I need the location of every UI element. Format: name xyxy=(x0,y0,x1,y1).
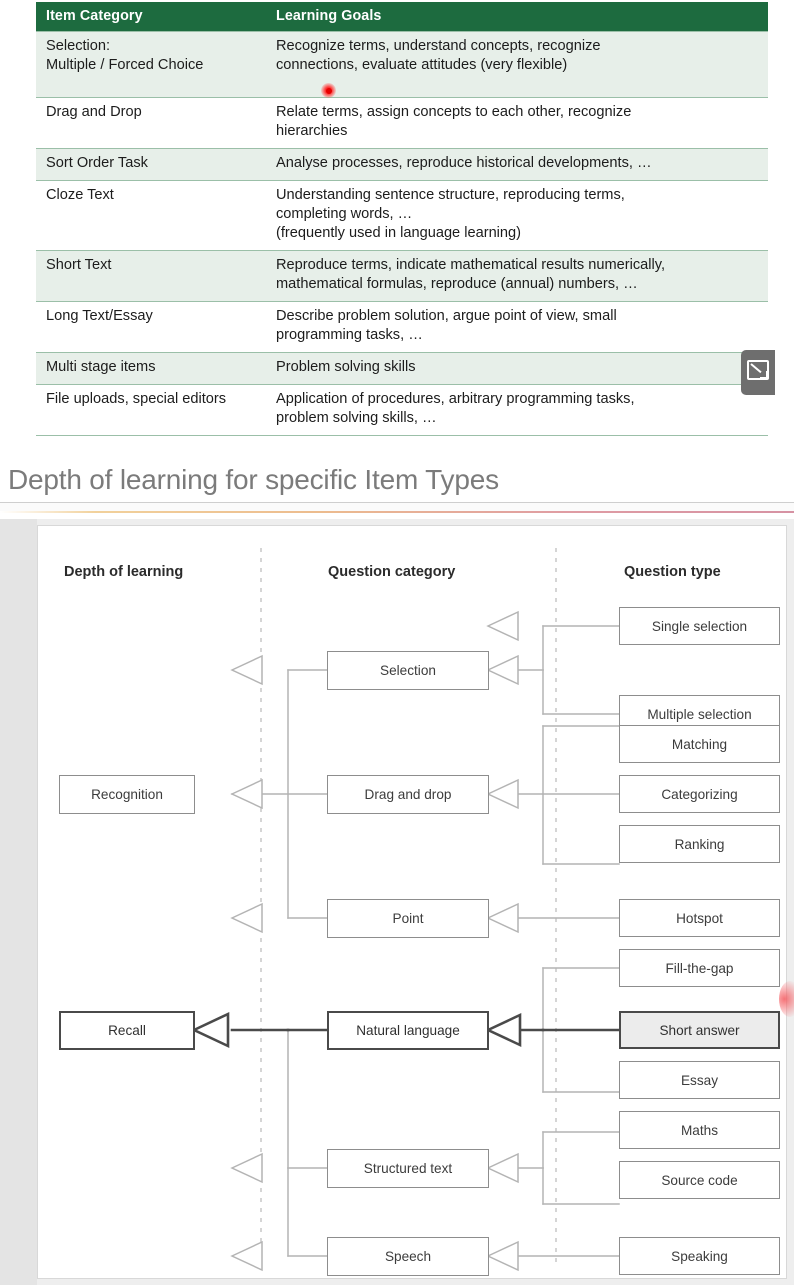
node-short-answer[interactable]: Short answer xyxy=(619,1011,780,1049)
table-row: Multi stage items Problem solving skills xyxy=(36,351,768,385)
column-heading-question-type: Question type xyxy=(624,564,721,580)
diagram-left-gutter xyxy=(0,519,37,1285)
cell-item-category: Long Text/Essay xyxy=(36,300,266,353)
node-structured-text[interactable]: Structured text xyxy=(327,1149,489,1188)
node-single-selection[interactable]: Single selection xyxy=(619,607,780,645)
cell-item-category: Multi stage items xyxy=(36,351,266,385)
column-heading-depth-of-learning: Depth of learning xyxy=(64,564,184,580)
node-ranking[interactable]: Ranking xyxy=(619,825,780,863)
cell-learning-goals: Understanding sentence structure, reprod… xyxy=(266,179,768,251)
table-row: Drag and Drop Relate terms, assign conce… xyxy=(36,96,768,149)
column-header-item-category: Item Category xyxy=(36,2,266,32)
table-header-row: Item Category Learning Goals xyxy=(36,2,768,32)
table-row: Selection: Multiple / Forced Choice Reco… xyxy=(36,31,768,98)
depth-of-learning-diagram: Depth of learning Question category Ques… xyxy=(0,519,794,1285)
node-speaking[interactable]: Speaking xyxy=(619,1237,780,1275)
item-category-table-region: Item Category Learning Goals Selection: … xyxy=(0,0,794,465)
item-category-table: Item Category Learning Goals Selection: … xyxy=(36,2,768,436)
cell-learning-goals: Relate terms, assign concepts to each ot… xyxy=(266,96,768,149)
node-source-code[interactable]: Source code xyxy=(619,1161,780,1199)
table-row: Cloze Text Understanding sentence struct… xyxy=(36,179,768,251)
cell-learning-goals: Recognize terms, understand concepts, re… xyxy=(266,31,768,98)
table-row: File uploads, special editors Applicatio… xyxy=(36,383,768,436)
cell-item-category: Selection: Multiple / Forced Choice xyxy=(36,31,266,98)
cell-learning-goals: Application of procedures, arbitrary pro… xyxy=(266,383,768,436)
node-matching[interactable]: Matching xyxy=(619,725,780,763)
cell-item-category: File uploads, special editors xyxy=(36,383,266,436)
cell-item-category: Sort Order Task xyxy=(36,147,266,181)
node-fill-the-gap[interactable]: Fill-the-gap xyxy=(619,949,780,987)
cell-learning-goals: Analyse processes, reproduce historical … xyxy=(266,147,768,181)
resize-arrow-icon xyxy=(747,360,769,380)
node-natural-language[interactable]: Natural language xyxy=(327,1011,489,1050)
cell-item-category: Cloze Text xyxy=(36,179,266,251)
node-drag-and-drop[interactable]: Drag and drop xyxy=(327,775,489,814)
cell-learning-goals: Problem solving skills xyxy=(266,351,768,385)
column-header-learning-goals: Learning Goals xyxy=(266,2,768,32)
node-recall[interactable]: Recall xyxy=(59,1011,195,1050)
node-essay[interactable]: Essay xyxy=(619,1061,780,1099)
node-speech[interactable]: Speech xyxy=(327,1237,489,1276)
resize-handle-button[interactable] xyxy=(741,350,775,395)
diagram-canvas: Depth of learning Question category Ques… xyxy=(37,525,787,1279)
slide-title-band xyxy=(0,462,794,503)
cell-learning-goals: Describe problem solution, argue point o… xyxy=(266,300,768,353)
column-heading-question-category: Question category xyxy=(328,564,456,580)
page-title: Depth of learning for specific Item Type… xyxy=(8,464,499,495)
table-row: Long Text/Essay Describe problem solutio… xyxy=(36,300,768,353)
node-categorizing[interactable]: Categorizing xyxy=(619,775,780,813)
table-row: Short Text Reproduce terms, indicate mat… xyxy=(36,249,768,302)
node-maths[interactable]: Maths xyxy=(619,1111,780,1149)
node-point[interactable]: Point xyxy=(327,899,489,938)
diagram-connectors xyxy=(190,548,621,1272)
title-band-background xyxy=(0,502,794,511)
cell-learning-goals: Reproduce terms, indicate mathematical r… xyxy=(266,249,768,302)
table-row: Sort Order Task Analyse processes, repro… xyxy=(36,147,768,181)
node-recognition[interactable]: Recognition xyxy=(59,775,195,814)
cell-item-category: Short Text xyxy=(36,249,266,302)
node-hotspot[interactable]: Hotspot xyxy=(619,899,780,937)
title-underline-rule xyxy=(0,511,794,513)
node-selection[interactable]: Selection xyxy=(327,651,489,690)
cell-item-category: Drag and Drop xyxy=(36,96,266,149)
